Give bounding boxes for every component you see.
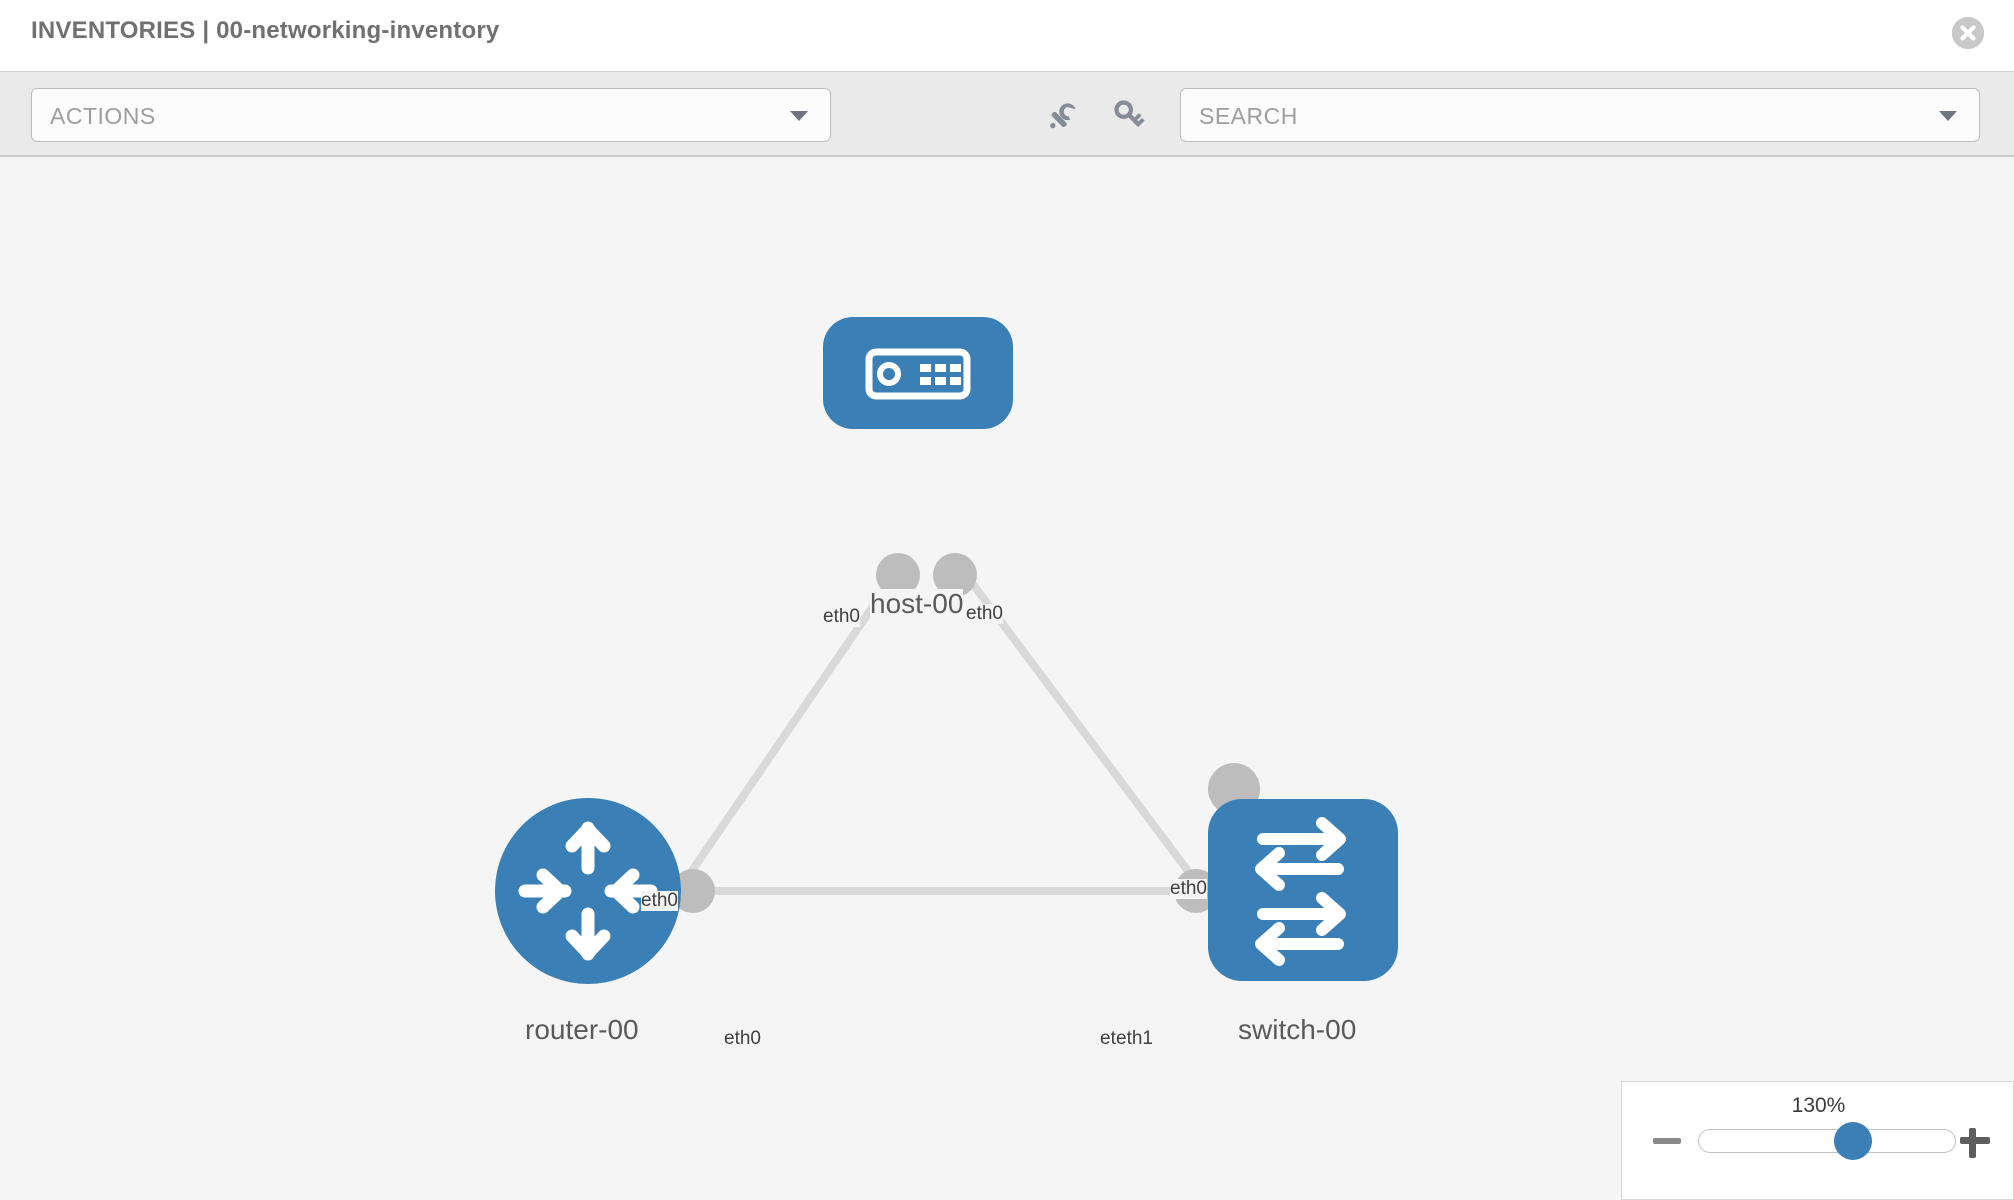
interface-label-switch-up: eth0	[1170, 878, 1207, 899]
zoom-level-label: 130%	[1791, 1094, 1846, 1117]
topology-links	[646, 564, 1249, 950]
node-label-switch-00: switch-00	[1238, 1014, 1357, 1045]
chevron-down-icon[interactable]	[1939, 111, 1957, 121]
node-router-00	[495, 798, 681, 984]
search-placeholder: SEARCH	[1199, 103, 1298, 129]
node-switch-00	[1208, 799, 1398, 981]
zoom-slider-thumb[interactable]	[1834, 1122, 1873, 1160]
node-host-00	[823, 317, 1013, 429]
search-input[interactable]: SEARCH	[1180, 88, 1980, 142]
interface-label-router-up: eth0	[641, 890, 678, 911]
actions-dropdown-label: ACTIONS	[50, 103, 156, 129]
interface-label-host-left: eth0	[823, 606, 860, 627]
page-title: INVENTORIES | 00-networking-inventory	[31, 17, 500, 44]
zoom-control-panel: 130%	[1621, 1081, 2014, 1200]
server-icon	[865, 348, 971, 400]
wrench-icon[interactable]	[1044, 96, 1082, 134]
zoom-slider-track[interactable]	[1698, 1129, 1956, 1153]
zoom-out-button[interactable]	[1650, 1124, 1684, 1158]
interface-label-host-right: eth0	[966, 603, 1003, 624]
chevron-down-icon	[790, 111, 808, 121]
interface-label-switch-left-b: eth1	[1116, 1028, 1153, 1049]
minus-icon	[1653, 1138, 1681, 1144]
topology-toolbar: ACTIONS SEARCH	[0, 71, 2014, 157]
actions-dropdown[interactable]: ACTIONS	[31, 88, 831, 142]
topology-graph	[495, 317, 1398, 984]
key-icon[interactable]	[1110, 96, 1148, 134]
plus-icon-vertical	[1969, 1128, 1976, 1158]
connector-host-right	[933, 553, 977, 597]
node-label-router-00: router-00	[525, 1014, 639, 1045]
connector-host-left	[876, 553, 920, 597]
close-icon[interactable]	[1952, 17, 1984, 49]
zoom-in-button[interactable]	[1958, 1124, 1992, 1158]
topology-canvas[interactable]: eth0 host-00 eth0 eth0 eth0 eth0 eth0 et…	[0, 157, 2014, 1200]
switch-arrows-icon	[1255, 817, 1346, 966]
connector-router-right	[671, 869, 715, 913]
page-header: INVENTORIES | 00-networking-inventory	[0, 0, 2014, 71]
router-arrows-icon	[518, 821, 658, 961]
node-label-host-00: host-00	[870, 588, 964, 619]
interface-label-router-right: eth0	[724, 1028, 761, 1049]
